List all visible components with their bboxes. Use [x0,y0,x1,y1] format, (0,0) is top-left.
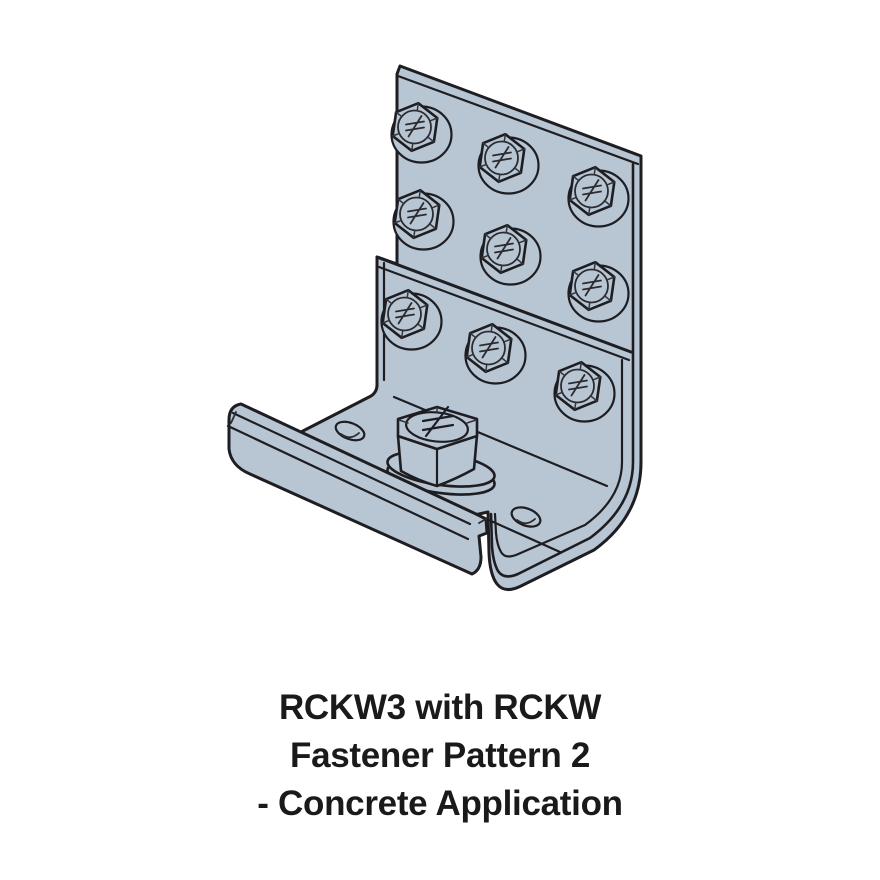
caption-line-3: - Concrete Application [257,784,623,823]
track-rail-silhouette [227,402,489,576]
caption-line-1: RCKW3 with RCKW [278,688,602,727]
anchor-drive-mark [421,405,455,438]
anchor-bolt-head [396,405,479,488]
anchor-hole-right [510,506,542,528]
bracket-body [297,64,643,591]
anchor-bolt [386,405,496,496]
front-plate-top-edge [375,255,633,354]
figure-caption: RCKW3 with RCKW Fastener Pattern 2 - Con… [0,684,880,828]
track-rail [226,402,489,576]
caption-line-2: Fastener Pattern 2 [290,736,590,775]
track-rail-lines [226,411,487,541]
bracket-silhouette [297,64,643,591]
anchor-hole-left [334,420,366,442]
